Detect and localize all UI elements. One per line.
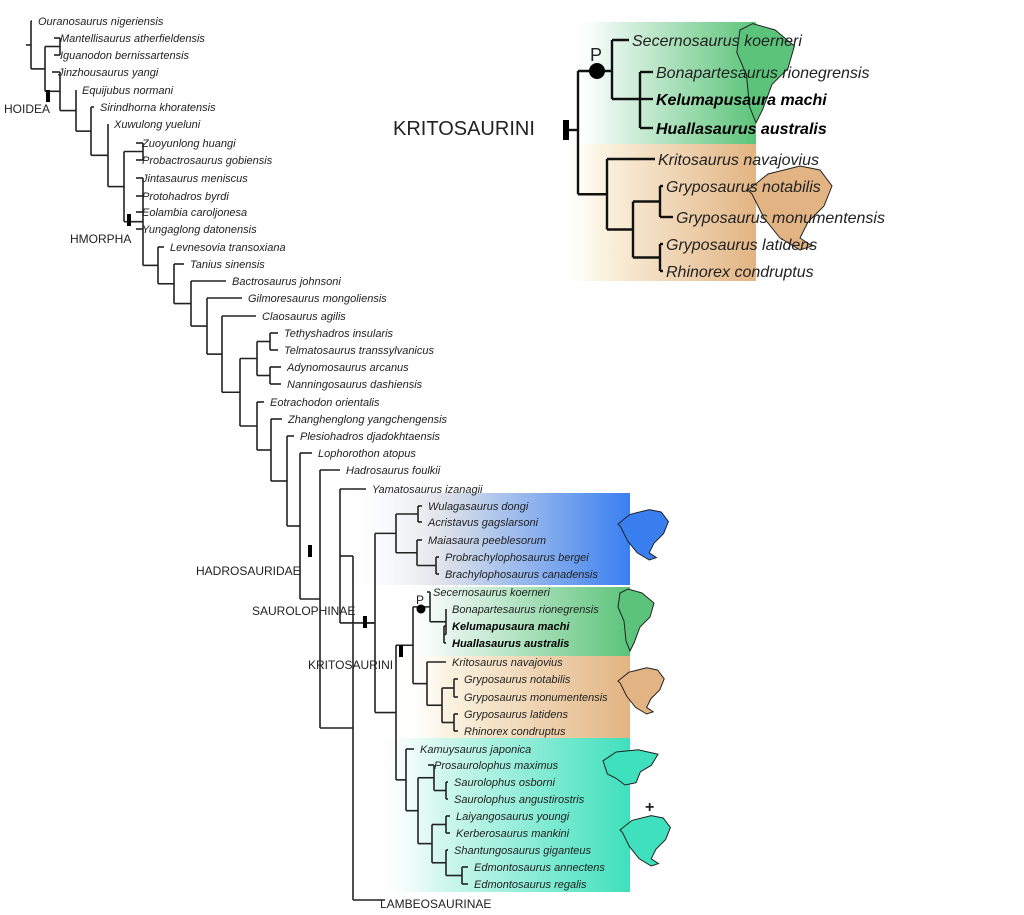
inset-taxon-label: Gryposaurus notabilis xyxy=(666,179,821,196)
taxon-label: Sirindhorna khoratensis xyxy=(100,102,216,114)
north-america-map-icon xyxy=(619,815,671,867)
taxon-label: Yungaglong datonensis xyxy=(142,224,257,236)
plus-sign: + xyxy=(645,799,654,816)
inset-taxon-label: Gryposaurus monumentensis xyxy=(676,210,885,227)
taxon-label: Gryposaurus monumentensis xyxy=(464,692,608,704)
clade-tick-mark xyxy=(308,545,312,557)
taxon-label: Edmontosaurus regalis xyxy=(474,879,587,891)
inset-taxon-label: Bonapartesaurus rionegrensis xyxy=(656,65,869,82)
taxon-label: Telmatosaurus transsylvanicus xyxy=(284,345,434,357)
south-america-map-icon xyxy=(617,588,655,653)
taxon-label: Eotrachodon orientalis xyxy=(270,397,380,409)
clade-label-lambeosaurinae: LAMBEOSAURINAE xyxy=(380,897,491,911)
inset-taxon-label: Rhinorex condruptus xyxy=(666,264,814,281)
taxon-label: Secernosaurus koerneri xyxy=(433,587,550,599)
taxon-label: Iguanodon bernissartensis xyxy=(60,50,190,62)
taxon-label: Laiyangosaurus youngi xyxy=(456,811,570,823)
node-markers xyxy=(46,63,605,657)
taxon-label: Tanius sinensis xyxy=(190,259,265,271)
taxon-label: Shantungosaurus giganteus xyxy=(454,845,591,857)
clade-label-kritosaurini: KRITOSAURINI xyxy=(308,658,393,672)
inset-north-america-map-icon xyxy=(747,165,833,251)
band-north-america-tan xyxy=(400,656,630,738)
taxon-label: Mantellisaurus atherfieldensis xyxy=(60,33,205,45)
tree-branches xyxy=(26,20,673,901)
inset-clade-label-kritosaurini: KRITOSAURINI xyxy=(393,118,535,140)
taxon-label: Bonapartesaurus rionegrensis xyxy=(452,604,599,616)
north-america-map-icon xyxy=(617,509,669,561)
taxon-label: Brachylophosaurus canadensis xyxy=(445,569,598,581)
taxon-label: Yamatosaurus izanagii xyxy=(372,484,483,496)
taxon-label: Prosaurolophus maximus xyxy=(434,760,559,772)
taxon-label: Edmontosaurus annectens xyxy=(474,862,605,874)
taxon-label: Claosaurus agilis xyxy=(262,311,346,323)
taxon-label: Zhanghenglong yangchengensis xyxy=(287,414,448,426)
taxon-label: Gilmoresaurus mongoliensis xyxy=(248,293,387,305)
inset-node-dot-marker xyxy=(589,63,605,79)
asia-map-icon xyxy=(602,749,659,786)
taxon-label: Gryposaurus notabilis xyxy=(464,674,571,686)
inset-taxon-label: Gryposaurus latidens xyxy=(666,237,817,254)
maps xyxy=(602,23,833,867)
inset-south-america-map-icon xyxy=(736,23,795,125)
north-america-map-icon xyxy=(617,667,665,715)
taxon-label: Saurolophus angustirostris xyxy=(454,794,585,806)
inset-taxon-label: Huallasaurus australis xyxy=(656,121,827,138)
taxon-label: Kerberosaurus mankini xyxy=(456,828,570,840)
band-north-america-blue xyxy=(340,493,630,585)
taxon-label: Equijubus normani xyxy=(82,85,174,97)
taxon-label: Huallasaurus australis xyxy=(452,638,569,650)
taxon-label: Plesiohadros djadokhtaensis xyxy=(300,431,441,443)
taxon-label: Jinzhousaurus yangi xyxy=(57,67,159,79)
band-asia-na-teal xyxy=(370,738,630,892)
clade-labels: HOIDEA HMORPHA HADROSAURIDAE SAUROLOPHIN… xyxy=(4,45,654,911)
taxon-label: Bactrosaurus johnsoni xyxy=(232,276,341,288)
taxon-label: Eolambia caroljonesa xyxy=(142,207,247,219)
inset-clade-tick-mark xyxy=(563,120,569,140)
taxon-label: Lophorothon atopus xyxy=(318,448,416,460)
taxon-label: Jintasaurus meniscus xyxy=(141,173,248,185)
taxon-label: Wulagasaurus dongi xyxy=(428,501,529,513)
inset-taxon-label: Kelumapusaura machi xyxy=(656,92,827,109)
taxon-label: Probactrosaurus gobiensis xyxy=(142,155,273,167)
taxon-label: Saurolophus osborni xyxy=(454,777,555,789)
taxon-label: Protohadros byrdi xyxy=(142,191,229,203)
taxon-label: Maiasaura peeblesorum xyxy=(428,535,546,547)
taxon-label: Probrachylophosaurus bergei xyxy=(445,552,589,564)
taxon-label: Kelumapusaura machi xyxy=(452,621,570,633)
clade-tick-mark xyxy=(363,616,367,628)
taxon-label: Tethyshadros insularis xyxy=(284,328,394,340)
taxon-label: Zuoyunlong huangi xyxy=(141,138,236,150)
taxon-label: Nanningosaurus dashiensis xyxy=(287,379,423,391)
taxon-label: Kritosaurus navajovius xyxy=(452,657,563,669)
inset-taxon-label: Kritosaurus navajovius xyxy=(658,152,819,169)
taxon-label: Rhinorex condruptus xyxy=(464,726,566,738)
inset-taxon-label: Secernosaurus koerneri xyxy=(632,33,802,50)
taxon-label: Kamuysaurus japonica xyxy=(420,744,531,756)
taxon-label: Levnesovia transoxiana xyxy=(170,242,286,254)
taxon-label: Adynomosaurus arcanus xyxy=(286,362,409,374)
clade-label-hadrosauridae: HADROSAURIDAE xyxy=(196,564,301,578)
clade-label-hoidea: HOIDEA xyxy=(4,102,50,116)
taxon-label: Hadrosaurus foulkii xyxy=(346,465,441,477)
clade-label-hmorpha: HMORPHA xyxy=(70,232,131,246)
taxon-label: Acristavus gagslarsoni xyxy=(427,517,539,529)
region-bands xyxy=(340,22,756,892)
taxon-label: Gryposaurus latidens xyxy=(464,709,568,721)
clade-tick-mark xyxy=(399,645,403,657)
taxon-label: Xuwulong yueluni xyxy=(113,119,201,131)
inset-node-marker-label-p: P xyxy=(590,45,602,65)
clade-tick-mark xyxy=(127,214,131,226)
taxon-label: Ouranosaurus nigeriensis xyxy=(38,16,164,28)
node-marker-label-p: P xyxy=(416,593,424,607)
inset-band-green xyxy=(570,22,756,144)
node-dot-marker xyxy=(416,604,426,614)
clade-tick-mark xyxy=(46,90,50,102)
clade-label-saurolophinae: SAUROLOPHINAE xyxy=(252,604,355,618)
